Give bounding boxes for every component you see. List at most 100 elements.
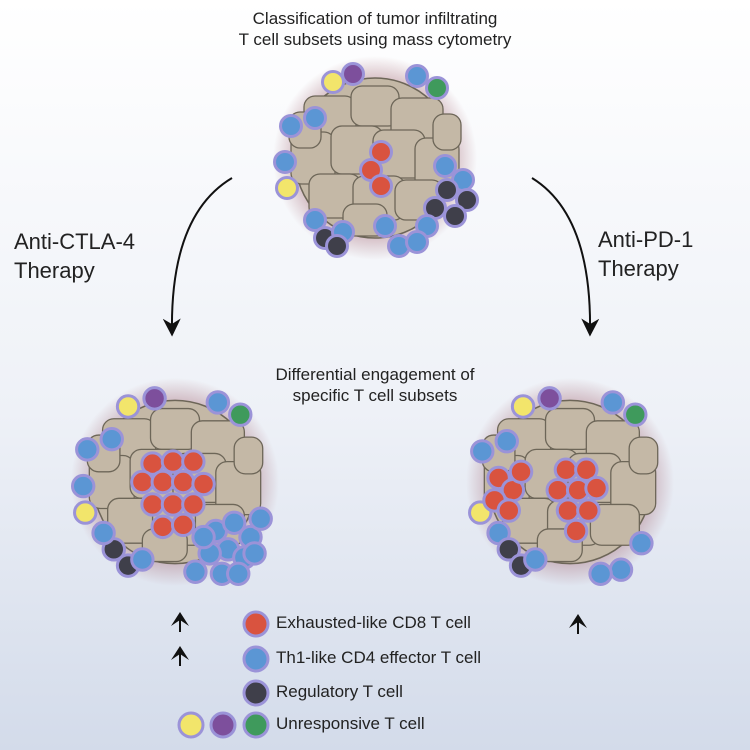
th1-cd4-cell — [600, 390, 626, 415]
exhausted-cd8-cell — [563, 518, 589, 544]
exhausted-cd8-cell — [160, 492, 186, 517]
exhausted-cd8-cell — [150, 469, 175, 495]
legend-swatch-unresponsive-purple — [209, 711, 237, 739]
legend-label-regulatory: Regulatory T cell — [276, 682, 403, 701]
th1-cd4-cell — [588, 561, 613, 587]
unresponsive-cell-yellow — [510, 394, 536, 419]
tumor-cell — [432, 113, 462, 151]
th1-cd4-cell — [191, 524, 216, 550]
exhausted-cd8-cell — [181, 492, 206, 517]
unresponsive-cell-green — [425, 76, 449, 100]
th1-cd4-cell — [221, 510, 247, 536]
th1-cd4-cell — [303, 106, 327, 130]
exhausted-cd8-cell — [508, 459, 534, 485]
th1-cd4-cell — [75, 437, 100, 462]
th1-cd4-cell — [373, 214, 397, 238]
exhausted-cd8-cell — [496, 498, 522, 523]
anti-pd1-label-line-1: Anti-PD-1 — [598, 227, 694, 252]
exhausted-cd8-cell — [150, 514, 175, 540]
exhausted-cd8-cell — [545, 477, 570, 503]
th1-cd4-cell — [70, 473, 96, 499]
th1-cd4-cell — [470, 439, 495, 464]
exhausted-cd8-cell — [160, 449, 186, 474]
th1-cd4-cell — [405, 64, 429, 88]
unresponsive-cell-green — [623, 402, 648, 427]
increase-arrow-exhausted-ctla4 — [171, 612, 189, 632]
tumor-before-therapy — [273, 56, 479, 260]
diagram-title: Classification of tumor infiltrating T c… — [150, 8, 600, 51]
th1-cd4-cell — [523, 547, 548, 572]
exhausted-cd8-cell — [576, 498, 601, 523]
unresponsive-cell-purple — [537, 386, 562, 411]
increase-arrow-th1-ctla4 — [171, 646, 189, 666]
th1-cd4-cell — [303, 208, 327, 232]
middle-caption-line-2: specific T cell subsets — [292, 386, 458, 406]
th1-cd4-cell — [629, 530, 654, 556]
middle-caption-line-1: Differential engagement of — [275, 365, 475, 384]
legend-swatch-unresponsive-green — [242, 711, 270, 739]
regulatory-t-cell — [455, 188, 479, 212]
legend-label-exhausted: Exhausted-like CD8 T cell — [276, 613, 471, 632]
anti-ctla4-label-line-1: Anti-CTLA-4 — [14, 229, 136, 254]
unresponsive-cell-yellow — [73, 500, 98, 525]
legend-swatch-regulatory — [242, 679, 270, 707]
th1-cd4-cell — [273, 150, 297, 174]
title-line-2: T cell subsets using mass cytometry — [238, 30, 512, 50]
legend-swatch-exhausted — [242, 610, 270, 638]
th1-cd4-cell — [130, 547, 155, 572]
tumor-cell — [233, 436, 264, 475]
arrow-to-pd1-tumor — [531, 177, 600, 337]
exhausted-cd8-cell — [140, 492, 165, 517]
tumor-cell — [589, 503, 641, 546]
legend-swatch-unresponsive-yellow — [177, 711, 205, 739]
exhausted-cd8-cell — [369, 140, 393, 164]
unresponsive-cell-purple — [142, 386, 167, 411]
regulatory-t-cell — [435, 178, 459, 202]
tumor-cell — [628, 436, 659, 475]
regulatory-t-cell — [443, 204, 467, 228]
regulatory-t-cell — [496, 537, 522, 562]
th1-cd4-cell — [279, 114, 303, 138]
th1-cd4-cell — [242, 541, 267, 566]
th1-cd4-cell — [183, 559, 208, 584]
regulatory-t-cell — [325, 234, 349, 258]
exhausted-cd8-cell — [181, 449, 206, 474]
legend-label-th1: Th1-like CD4 effector T cell — [276, 648, 482, 667]
th1-cd4-cell — [405, 230, 429, 254]
th1-cd4-cell — [226, 561, 251, 587]
tumor-after-anti-pd1 — [465, 377, 675, 587]
exhausted-cd8-cell — [191, 471, 216, 497]
exhausted-cd8-cell — [130, 469, 155, 495]
anti-ctla4-label: Anti-CTLA-4 Therapy — [14, 228, 164, 285]
arrow-to-ctla4-tumor — [162, 177, 233, 337]
unresponsive-cell-yellow — [321, 70, 345, 94]
th1-cd4-cell — [99, 426, 124, 452]
legend-swatch-th1 — [242, 645, 270, 673]
unresponsive-cell-green — [228, 402, 253, 427]
exhausted-cd8-cell — [584, 475, 609, 501]
title-line-1: Classification of tumor infiltrating — [252, 9, 498, 28]
middle-caption: Differential engagement of specific T ce… — [190, 364, 560, 407]
anti-pd1-label: Anti-PD-1 Therapy — [598, 226, 748, 283]
exhausted-cd8-cell — [170, 512, 196, 538]
th1-cd4-cell — [494, 428, 519, 454]
anti-ctla4-label-line-2: Therapy — [14, 257, 95, 283]
legend-label-unresponsive: Unresponsive T cell — [276, 714, 425, 733]
th1-cd4-cell — [205, 390, 231, 415]
th1-cd4-cell — [91, 520, 116, 546]
anti-pd1-label-line-2: Therapy — [598, 255, 679, 281]
increase-arrow-exhausted-pd1 — [569, 614, 587, 634]
exhausted-cd8-cell — [574, 457, 599, 482]
th1-cd4-cell — [433, 154, 457, 178]
tumor-after-anti-ctla4 — [70, 377, 280, 587]
th1-cd4-cell — [608, 557, 634, 582]
unresponsive-cell-yellow — [275, 176, 299, 200]
exhausted-cd8-cell — [170, 469, 196, 495]
exhausted-cd8-cell — [553, 457, 579, 482]
unresponsive-cell-purple — [341, 62, 365, 86]
exhausted-cd8-cell — [369, 174, 393, 198]
unresponsive-cell-yellow — [115, 394, 141, 419]
th1-cd4-cell — [248, 506, 273, 531]
